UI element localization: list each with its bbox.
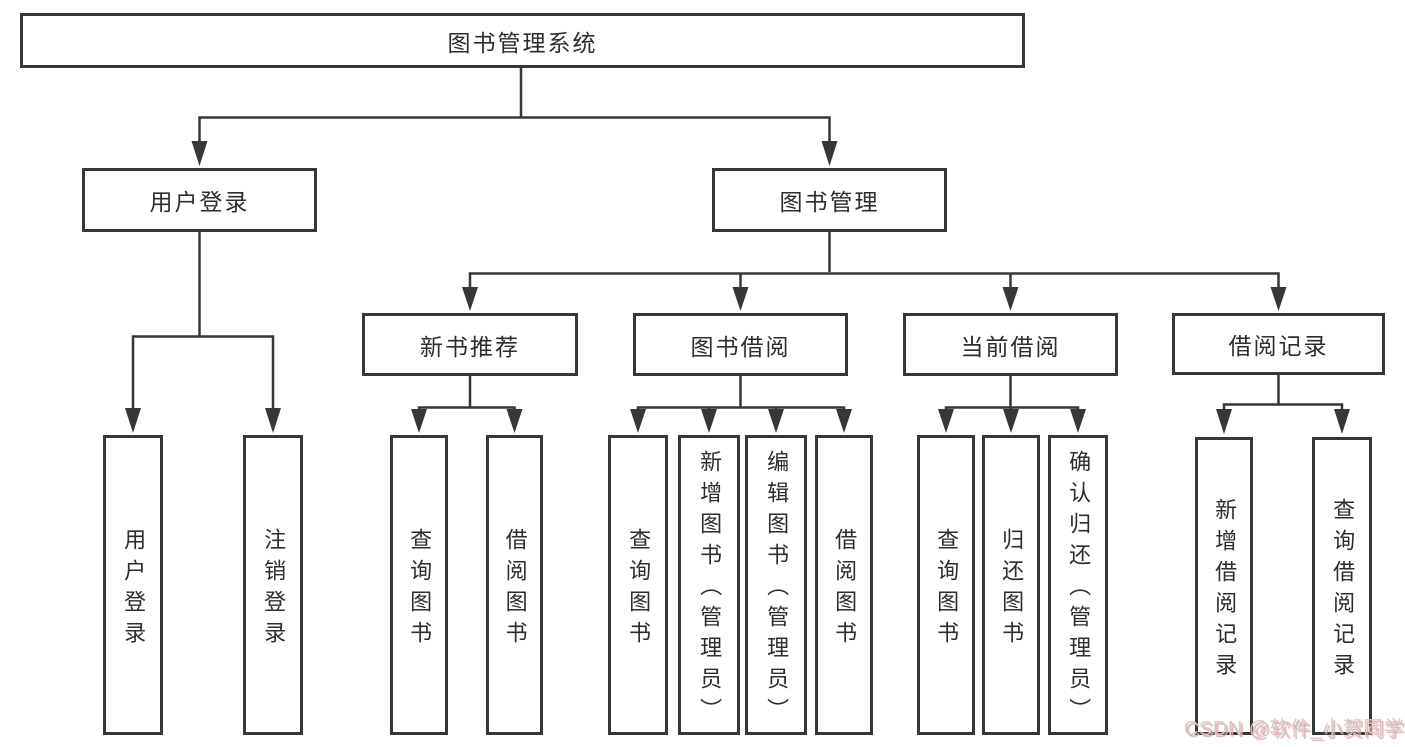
- leaf-borrow-borrow-books: 借阅图书: [815, 435, 873, 735]
- connector-borrow: [636, 376, 846, 410]
- node-book-borrow: 图书借阅: [633, 313, 848, 376]
- connector-recommend: [417, 376, 516, 410]
- leaf-records-add-record: 新增借阅记录: [1195, 437, 1253, 735]
- leaf-borrow-add-books-admin: 新增图书（管理员）: [678, 435, 740, 735]
- node-root-label: 图书管理系统: [447, 29, 598, 56]
- arrowhead: [768, 409, 784, 433]
- connector-records: [1222, 375, 1344, 410]
- node-root: 图书管理系统: [20, 13, 1025, 68]
- leaf-label: 查询图书: [934, 527, 960, 652]
- node-new-book-recommend: 新书推荐: [362, 313, 578, 376]
- node-borrow-records: 借阅记录: [1172, 313, 1385, 375]
- connector-current: [944, 376, 1080, 410]
- arrowhead: [1270, 287, 1287, 311]
- arrowhead: [1334, 409, 1350, 434]
- leaf-label: 借阅图书: [502, 527, 528, 652]
- arrowhead: [701, 409, 717, 433]
- leaf-label: 查询借阅记录: [1330, 497, 1356, 684]
- leaf-current-query-books: 查询图书: [917, 435, 975, 735]
- csdn-watermark: CSDN @软件_小贺同学: [1184, 718, 1405, 740]
- node-book-management-label: 图书管理: [779, 189, 880, 215]
- leaf-recommend-query-books: 查询图书: [390, 435, 448, 735]
- leaf-current-return-books: 归还图书: [982, 435, 1040, 735]
- node-book-borrow-label: 图书借阅: [690, 333, 791, 360]
- arrowhead: [630, 409, 646, 433]
- leaf-borrow-edit-books-admin: 编辑图书（管理员）: [745, 435, 807, 735]
- leaf-label: 查询图书: [626, 527, 652, 652]
- arrowhead: [836, 409, 852, 433]
- connector-level3-cross: [468, 272, 1280, 287]
- leaf-label: 查询图书: [407, 527, 433, 652]
- leaf-label: 新增图书（管理员）: [697, 450, 723, 729]
- leaf-records-query-record: 查询借阅记录: [1312, 437, 1372, 735]
- arrowhead: [1003, 409, 1019, 433]
- connector-level2-cross: [198, 116, 831, 141]
- arrowhead: [411, 409, 427, 433]
- arrowhead: [821, 141, 838, 166]
- node-current-borrow: 当前借阅: [903, 313, 1118, 376]
- arrowhead: [506, 409, 523, 433]
- arrowhead: [1070, 409, 1086, 433]
- leaf-label: 注销登录: [261, 527, 287, 652]
- leaf-current-confirm-return-admin: 确认归还（管理员）: [1048, 435, 1108, 735]
- leaf-user-login: 用户登录: [103, 435, 163, 735]
- arrowhead: [125, 408, 141, 433]
- node-user-login: 用户登录: [82, 168, 317, 232]
- arrowhead: [938, 409, 954, 433]
- connector-login-cross: [131, 335, 275, 408]
- node-new-book-recommend-label: 新书推荐: [420, 333, 520, 360]
- leaf-label: 编辑图书（管理员）: [764, 450, 790, 729]
- arrowhead: [265, 408, 281, 433]
- arrowhead: [1002, 287, 1019, 311]
- leaf-label: 新增借阅记录: [1212, 497, 1238, 684]
- arrowhead: [1216, 409, 1232, 434]
- node-current-borrow-label: 当前借阅: [960, 333, 1061, 360]
- leaf-label: 归还图书: [999, 527, 1025, 652]
- leaf-recommend-borrow-books: 借阅图书: [486, 435, 543, 735]
- leaf-logout: 注销登录: [243, 435, 303, 735]
- leaf-label: 确认归还（管理员）: [1066, 450, 1092, 729]
- arrowhead: [191, 141, 208, 166]
- node-user-login-label: 用户登录: [149, 189, 250, 215]
- node-borrow-records-label: 借阅记录: [1228, 333, 1329, 359]
- leaf-label: 借阅图书: [832, 527, 858, 652]
- leaf-borrow-query-books: 查询图书: [608, 435, 668, 735]
- node-book-management: 图书管理: [712, 168, 947, 232]
- arrowhead: [462, 287, 478, 311]
- leaf-label: 用户登录: [121, 527, 147, 652]
- arrowhead: [732, 287, 749, 311]
